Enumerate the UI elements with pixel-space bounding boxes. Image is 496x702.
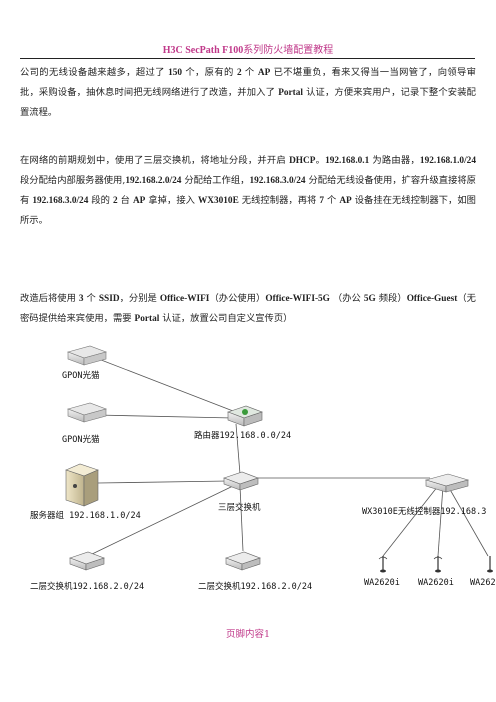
p3-run-7: Office-WIFI-5G bbox=[265, 294, 330, 304]
p2-run-9: 192.168.3.0/24 bbox=[249, 176, 306, 186]
p3-run-10: 频段） bbox=[375, 293, 407, 304]
link-router-core bbox=[235, 423, 241, 475]
p2-run-2: 。 bbox=[315, 155, 326, 166]
p1-run-5: AP bbox=[257, 68, 271, 78]
p1-run-3: 2 bbox=[236, 68, 242, 78]
core-switch-label: 三层交换机 bbox=[218, 502, 261, 513]
l2-switch-a-icon bbox=[69, 551, 105, 571]
p2-run-3: 192.168.0.1 bbox=[325, 156, 370, 166]
link-lines bbox=[87, 357, 489, 557]
link-wlc-ap3 bbox=[447, 485, 489, 557]
p3-run-6: （办公使用） bbox=[209, 293, 266, 304]
header-divider bbox=[20, 58, 475, 59]
gpon-2-label: GPON光猫 bbox=[62, 434, 100, 445]
p2-run-14: 台 bbox=[117, 195, 133, 206]
link-core-l2a bbox=[87, 485, 234, 557]
p3-run-14: 认证，放置公司自定义宣传页） bbox=[159, 313, 293, 324]
p2-run-13: 2 bbox=[112, 196, 118, 206]
p1-run-0: 公司的无线设备越来越多，超过了 bbox=[20, 67, 169, 78]
p2-run-20: 个 bbox=[324, 195, 340, 206]
link-gpon2-router bbox=[95, 414, 234, 419]
link-core-l2b bbox=[239, 485, 244, 552]
wireless-controller-label: WX3010E无线控制器192.168.3 bbox=[362, 506, 486, 517]
l2-switch-b-icon bbox=[225, 551, 261, 571]
p2-run-16: 拿掉，接入 bbox=[145, 195, 198, 206]
header-product: H3C SecPath F100 bbox=[162, 45, 244, 56]
p3-run-0: 改造后将使用 bbox=[20, 293, 79, 304]
p3-run-13: Portal bbox=[134, 314, 160, 324]
network-topology-diagram: GPON光猫 GPON光猫 路由器192.168.0.0/24 服务器组 192… bbox=[28, 338, 496, 602]
gpon-1-label: GPON光猫 bbox=[62, 370, 100, 381]
link-wlc-ap2 bbox=[437, 485, 444, 557]
p2-run-1: DHCP bbox=[289, 156, 316, 166]
p3-run-3: SSID bbox=[98, 294, 120, 304]
p2-run-21: AP bbox=[339, 196, 352, 206]
page-footer: 页脚内容1 bbox=[0, 626, 496, 640]
p3-run-11: Office-Guest bbox=[406, 294, 458, 304]
p1-run-4: 个 bbox=[241, 67, 258, 78]
gpon-modem-2-icon bbox=[67, 402, 107, 423]
link-gpon1-router bbox=[95, 357, 247, 417]
server-label: 服务器组 192.168.1.0/24 bbox=[30, 510, 141, 521]
p3-run-12: （无密码提供给来宾使用，需要 bbox=[20, 293, 476, 324]
p2-run-8: 分配给工作组， bbox=[181, 175, 250, 186]
wireless-controller-icon bbox=[424, 473, 470, 493]
p2-run-6: 段分配给内部服务器使用, bbox=[20, 175, 126, 186]
footer-page-number: 1 bbox=[263, 629, 271, 640]
p1-run-7: Portal bbox=[278, 88, 303, 98]
server-icon bbox=[65, 463, 99, 507]
link-wlc-ap1 bbox=[382, 485, 439, 557]
access-point-1-label: WA2620i bbox=[364, 578, 400, 588]
access-point-2-icon bbox=[433, 556, 443, 573]
access-point-1-icon bbox=[378, 556, 388, 573]
router-icon bbox=[227, 405, 263, 427]
p2-run-7: 192.168.2.0/24 bbox=[125, 176, 182, 186]
footer-label: 页脚内容 bbox=[225, 629, 264, 640]
p1-run-8: 认证，方便来宾用户，记录下整个安装配置流程。 bbox=[20, 87, 476, 118]
p2-run-22: 设备挂在无线控制器下，如图所示。 bbox=[20, 195, 476, 226]
p2-run-11: 192.168.3.0/24 bbox=[32, 196, 89, 206]
p3-run-9: 5G bbox=[363, 294, 376, 304]
p3-run-1: 3 bbox=[78, 294, 84, 304]
p2-run-19: 7 bbox=[319, 196, 325, 206]
access-point-2-label: WA2620i bbox=[418, 578, 454, 588]
p1-run-2: 个，原有的 bbox=[182, 67, 237, 78]
access-point-3-icon bbox=[487, 556, 493, 573]
p2-run-15: AP bbox=[132, 196, 146, 206]
p3-run-5: Office-WIFI bbox=[159, 294, 210, 304]
router-label: 路由器192.168.0.0/24 bbox=[194, 430, 291, 441]
p2-run-10: 分配给无线设备使用，扩容升级直接将原有 bbox=[20, 175, 476, 206]
p3-run-2: 个 bbox=[83, 293, 99, 304]
access-point-3-label: WA262 bbox=[470, 578, 496, 588]
p2-run-17: WX3010E bbox=[197, 196, 239, 206]
paragraph-ssid: 改造后将使用 3 个 SSID，分别是 Office-WIFI（办公使用）Off… bbox=[20, 289, 476, 329]
p2-run-18: 无线控制器，再将 bbox=[238, 195, 320, 206]
p2-run-12: 段的 bbox=[88, 195, 113, 206]
p1-run-1: 150 bbox=[168, 68, 183, 78]
p1-run-6: 已不堪重负，看来又得当一当网管了，向领导审批，采购设备，抽休息时间把无线网络进行… bbox=[20, 67, 476, 98]
l2-switch-b-label: 二层交换机192.168.2.0/24 bbox=[198, 581, 312, 592]
p3-run-4: ，分别是 bbox=[119, 293, 160, 304]
paragraph-planning: 在网络的前期规划中，使用了三层交换机，将地址分段，并开启 DHCP。192.16… bbox=[20, 151, 476, 230]
paragraph-intro: 公司的无线设备越来越多，超过了 150 个，原有的 2 个 AP 已不堪重负，看… bbox=[20, 63, 476, 122]
p2-run-0: 在网络的前期规划中，使用了三层交换机，将地址分段，并开启 bbox=[20, 155, 290, 166]
core-switch-icon bbox=[223, 471, 259, 491]
page-header: H3C SecPath F100系列防火墙配置教程 bbox=[0, 41, 496, 56]
p2-run-4: 为路由器， bbox=[369, 155, 420, 166]
l2-switch-a-label: 二层交换机192.168.2.0/24 bbox=[30, 581, 144, 592]
header-title: 系列防火墙配置教程 bbox=[243, 45, 334, 56]
p3-run-8: （办公 bbox=[329, 293, 364, 304]
p2-run-5: 192.168.1.0/24 bbox=[419, 156, 476, 166]
gpon-modem-1-icon bbox=[67, 345, 107, 366]
link-server-core bbox=[97, 480, 229, 484]
